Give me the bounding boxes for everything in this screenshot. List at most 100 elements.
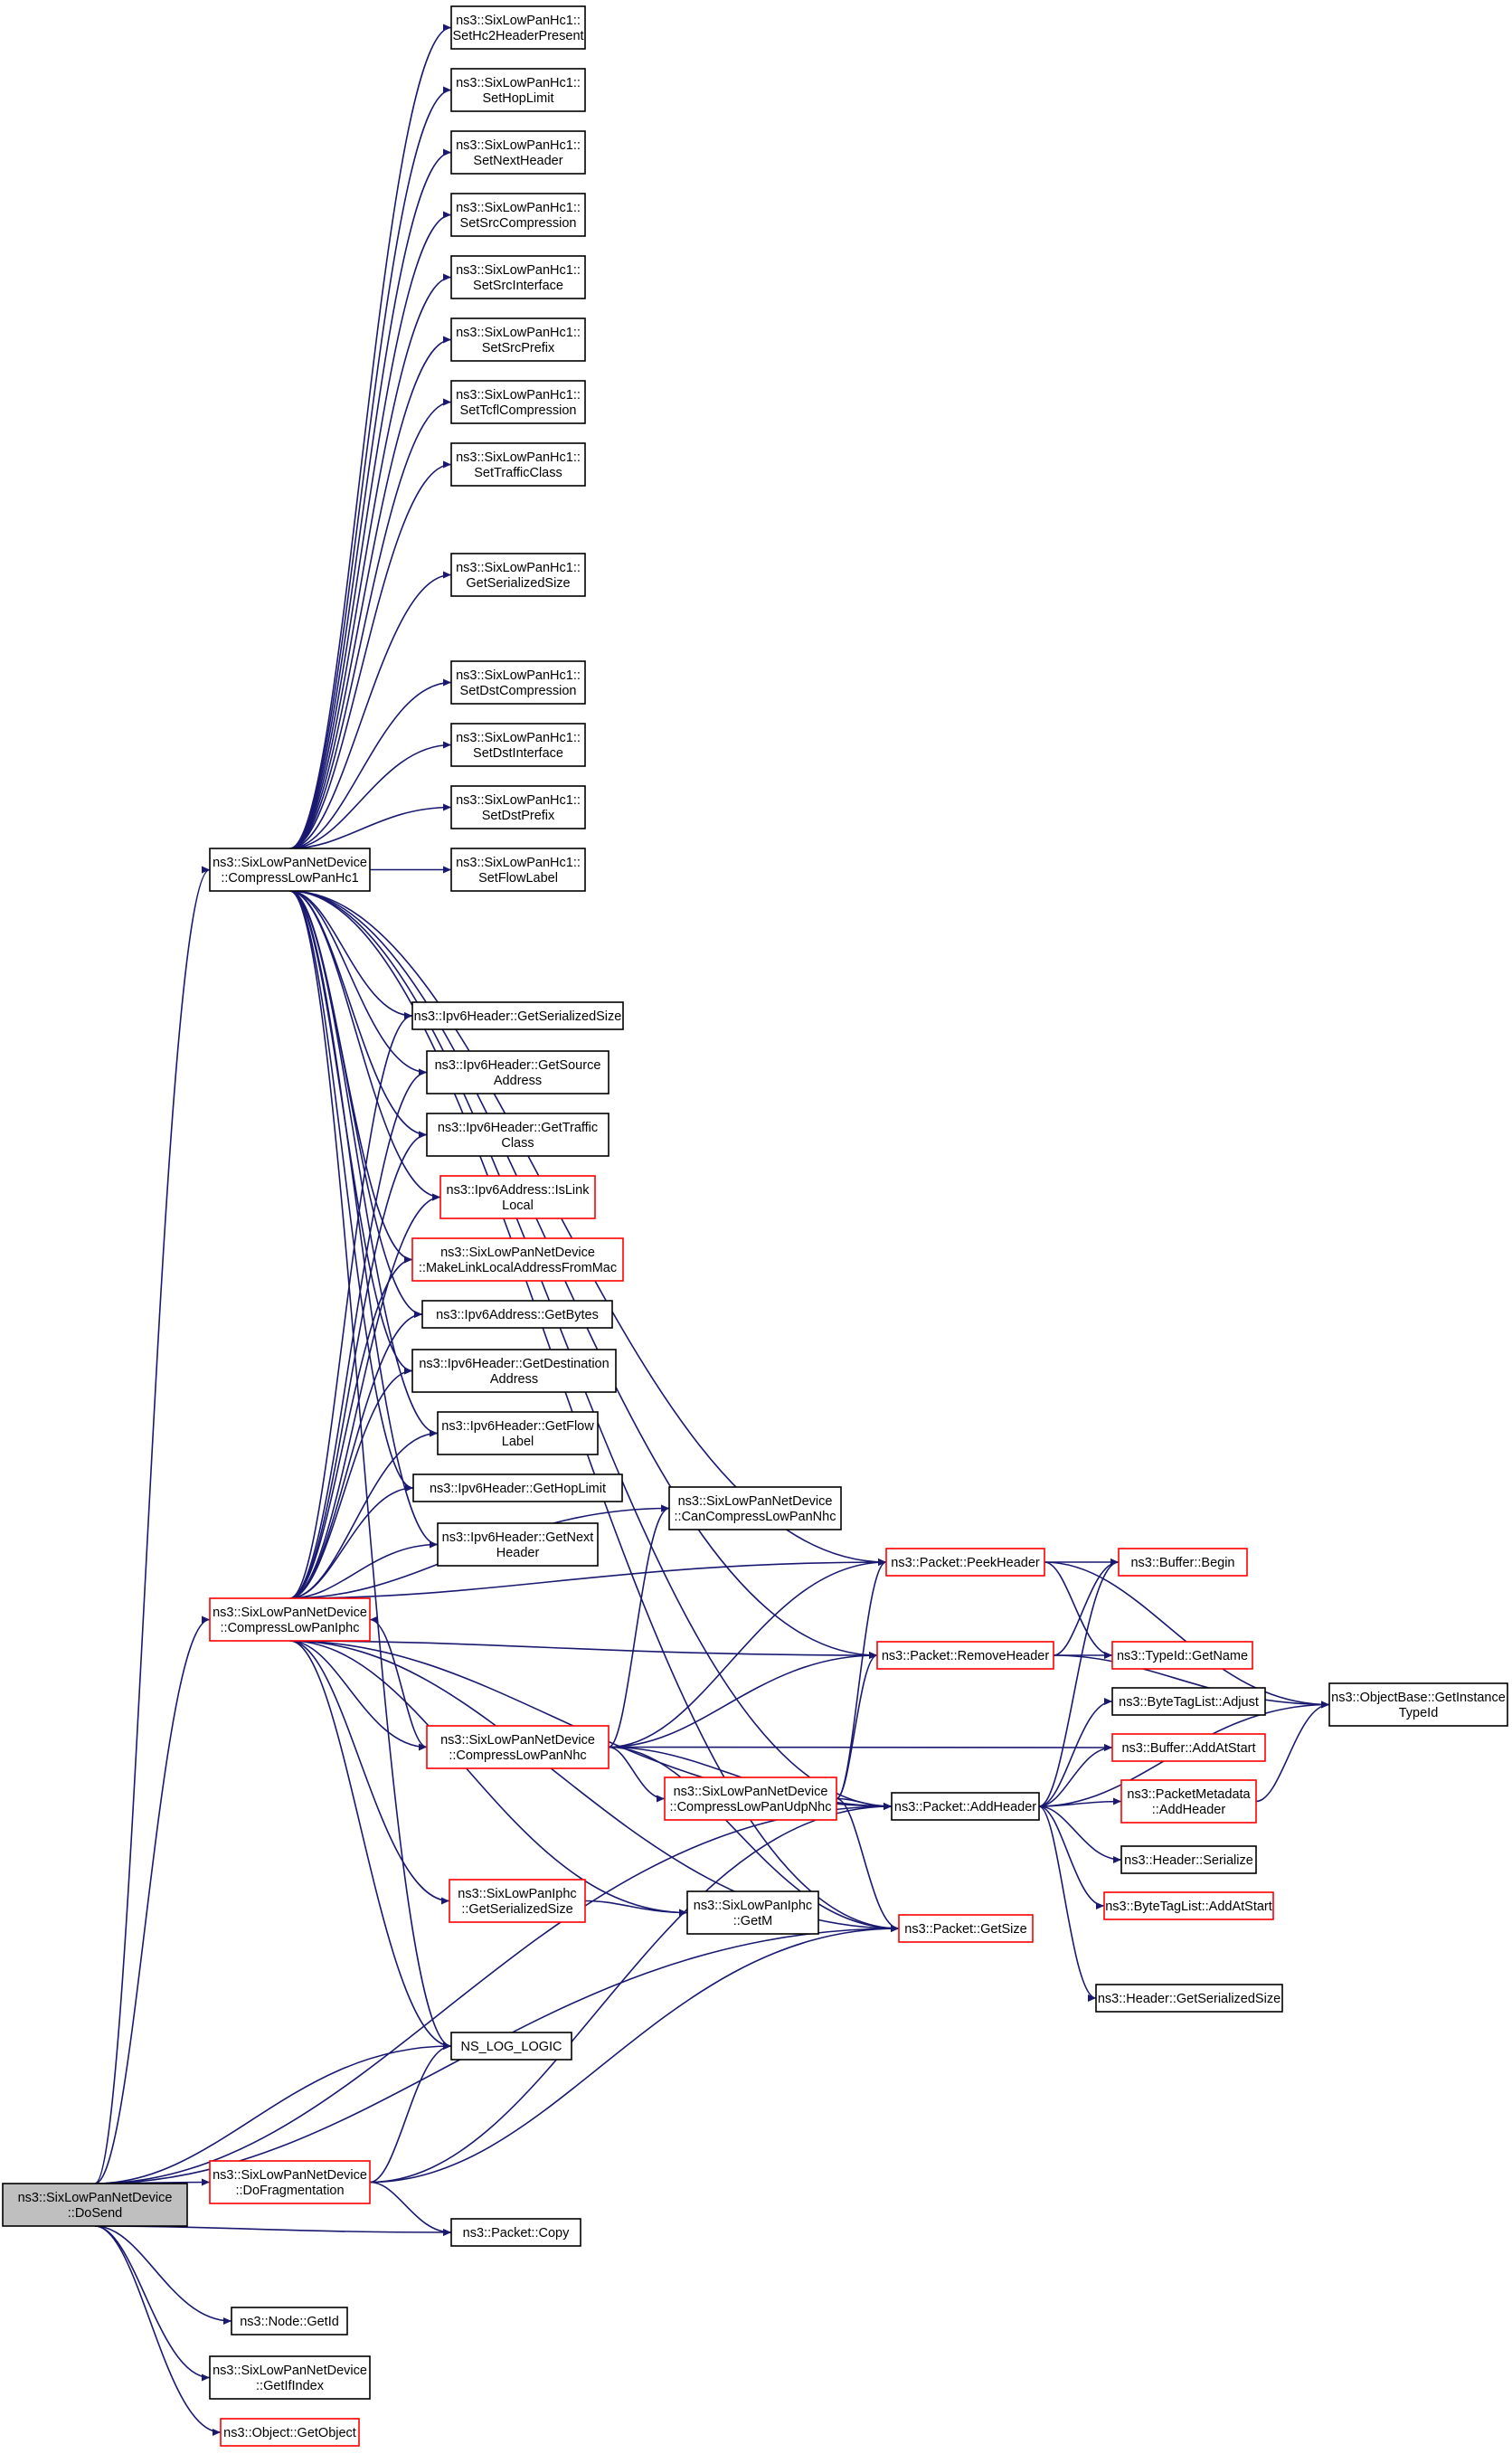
edge-doFrag-to-addH (369, 1803, 893, 2184)
node-label: Header (496, 1546, 540, 1560)
node-setDstComp[interactable]: ns3::SixLowPanHc1::SetDstCompression (450, 660, 586, 705)
node-hSer[interactable]: ns3::Header::Serialize (1120, 1845, 1257, 1874)
node-box (450, 785, 586, 829)
edge (289, 211, 452, 849)
node-label: ns3::Packet::AddHeader (894, 1800, 1036, 1814)
node-label: SetSrcCompression (460, 216, 577, 231)
edge (369, 2181, 452, 2236)
node-box (891, 1792, 1040, 1821)
node-box (450, 553, 586, 597)
node-label: ns3::Node::GetId (240, 2315, 339, 2329)
node-label: ::DoSend (68, 2206, 122, 2221)
node-iphc[interactable]: ns3::SixLowPanNetDevice::CompressLowPanI… (209, 1597, 371, 1642)
node-makeLL[interactable]: ns3::SixLowPanNetDevice::MakeLinkLocalAd… (411, 1237, 624, 1282)
node-box (1111, 1641, 1253, 1670)
node-label: SetNextHeader (473, 154, 562, 168)
edge-hc1-to-setSrcComp (289, 211, 452, 849)
edge (289, 890, 414, 1492)
node-nhc[interactable]: ns3::SixLowPanNetDevice::CompressLowPanN… (426, 1725, 610, 1769)
node-getM[interactable]: ns3::SixLowPanIphc::GetM (686, 1890, 819, 1935)
node-getBytes[interactable]: ns3::Ipv6Address::GetBytes (421, 1300, 613, 1329)
edge (1255, 1701, 1330, 1803)
node-getSize[interactable]: ns3::Packet::GetSize (898, 1914, 1034, 1943)
node-hc1[interactable]: ns3::SixLowPanNetDevice::CompressLowPanH… (209, 848, 371, 892)
node-btlAdj[interactable]: ns3::ByteTagList::Adjust (1111, 1687, 1266, 1716)
node-box (1103, 1891, 1274, 1920)
node-pmAdd[interactable]: ns3::PacketMetadata::AddHeader (1120, 1779, 1257, 1824)
edge (584, 1900, 688, 1917)
node-label: ns3::SixLowPanHc1:: (456, 388, 581, 403)
node-ip6Ser[interactable]: ns3::Ipv6Header::GetSerializedSize (411, 1001, 624, 1030)
edge-dosend-to-getObj (94, 2225, 222, 2436)
node-label: ::CanCompressLowPanNhc (675, 1510, 836, 1524)
node-label: ns3::SixLowPanNetDevice (213, 2168, 367, 2183)
node-label: ns3::SixLowPanNetDevice (213, 1606, 367, 1620)
edge-nhc-to-udpNhc (608, 1746, 666, 1803)
node-bufAdd[interactable]: ns3::Buffer::AddAtStart (1111, 1733, 1266, 1762)
node-setSrcIf[interactable]: ns3::SixLowPanHc1::SetSrcInterface (450, 255, 586, 299)
edge (289, 1540, 439, 1599)
node-iphcSer[interactable]: ns3::SixLowPanIphc::GetSerializedSize (449, 1879, 586, 1923)
node-setNext[interactable]: ns3::SixLowPanHc1::SetNextHeader (450, 130, 586, 175)
edge (1044, 1561, 1113, 1659)
node-udpNhc[interactable]: ns3::SixLowPanNetDevice::CompressLowPanU… (664, 1777, 837, 1821)
node-box (668, 1486, 842, 1530)
node-getId[interactable]: ns3::Node::GetId (231, 2307, 348, 2336)
node-btlAdd[interactable]: ns3::ByteTagList::AddAtStart (1103, 1891, 1274, 1920)
node-setDstIf[interactable]: ns3::SixLowPanHc1::SetDstInterface (450, 723, 586, 767)
node-box (412, 1473, 623, 1502)
node-addH[interactable]: ns3::Packet::AddHeader (891, 1792, 1040, 1821)
node-label: Class (501, 1136, 534, 1151)
node-label: ns3::ByteTagList::AddAtStart (1105, 1900, 1272, 1914)
node-hGetSer[interactable]: ns3::Header::GetSerializedSize (1095, 1984, 1283, 2013)
node-copy[interactable]: ns3::Packet::Copy (450, 2218, 581, 2247)
node-getSer[interactable]: ns3::SixLowPanHc1::GetSerializedSize (450, 553, 586, 597)
node-setTcfl[interactable]: ns3::SixLowPanHc1::SetTcflCompression (450, 380, 586, 424)
node-box (1111, 1687, 1266, 1716)
node-peek[interactable]: ns3::Packet::PeekHeader (885, 1548, 1045, 1577)
edge-iphcSer-to-getM (584, 1900, 688, 1917)
edge-iphc-to-ip6Dst (289, 1367, 413, 1599)
node-setTc[interactable]: ns3::SixLowPanHc1::SetTrafficClass (450, 442, 586, 487)
edge-dosend-to-addH (94, 1803, 893, 2184)
node-tidName[interactable]: ns3::TypeId::GetName (1111, 1641, 1253, 1670)
node-ip6Hop[interactable]: ns3::Ipv6Header::GetHopLimit (412, 1473, 623, 1502)
node-doFrag[interactable]: ns3::SixLowPanNetDevice::DoFragmentation (209, 2160, 371, 2204)
edge-hc1-to-ip6Flow (289, 890, 439, 1437)
edge (1053, 1559, 1120, 1656)
edge-udpNhc-to-remove (836, 1652, 878, 1800)
node-dosend[interactable]: ns3::SixLowPanNetDevice::DoSend (2, 2183, 188, 2227)
edge (289, 678, 452, 849)
edge-hc1-to-setDstPre (289, 803, 452, 849)
node-begin[interactable]: ns3::Buffer::Begin (1118, 1548, 1248, 1577)
node-setFlow[interactable]: ns3::SixLowPanHc1::SetFlowLabel (450, 848, 586, 892)
node-label: ns3::SixLowPanHc1:: (456, 14, 581, 28)
edge (289, 890, 428, 1076)
node-canNhc[interactable]: ns3::SixLowPanNetDevice::CanCompressLowP… (668, 1486, 842, 1530)
node-setSrcPre[interactable]: ns3::SixLowPanHc1::SetSrcPrefix (450, 317, 586, 362)
node-setDstPre[interactable]: ns3::SixLowPanHc1::SetDstPrefix (450, 785, 586, 829)
node-getIf[interactable]: ns3::SixLowPanNetDevice::GetIfIndex (209, 2355, 371, 2400)
node-setHc2[interactable]: ns3::SixLowPanHc1::SetHc2HeaderPresent (450, 5, 586, 50)
edge (289, 336, 452, 849)
node-setHop[interactable]: ns3::SixLowPanHc1::SetHopLimit (450, 68, 586, 112)
edge-doFrag-to-copy (369, 2181, 452, 2236)
edges-layer (94, 24, 1330, 2436)
node-label: ns3::SixLowPanHc1:: (456, 138, 581, 153)
node-nslog[interactable]: NS_LOG_LOGIC (450, 2032, 572, 2061)
node-box (209, 2355, 371, 2400)
node-label: ns3::SixLowPanNetDevice (440, 1246, 595, 1260)
node-remove[interactable]: ns3::Packet::RemoveHeader (876, 1641, 1054, 1670)
edge (1053, 1654, 1330, 1709)
node-getObj[interactable]: ns3::Object::GetObject (220, 2418, 360, 2447)
node-setSrcComp[interactable]: ns3::SixLowPanHc1::SetSrcCompression (450, 193, 586, 237)
node-label: ns3::Buffer::Begin (1130, 1556, 1234, 1570)
